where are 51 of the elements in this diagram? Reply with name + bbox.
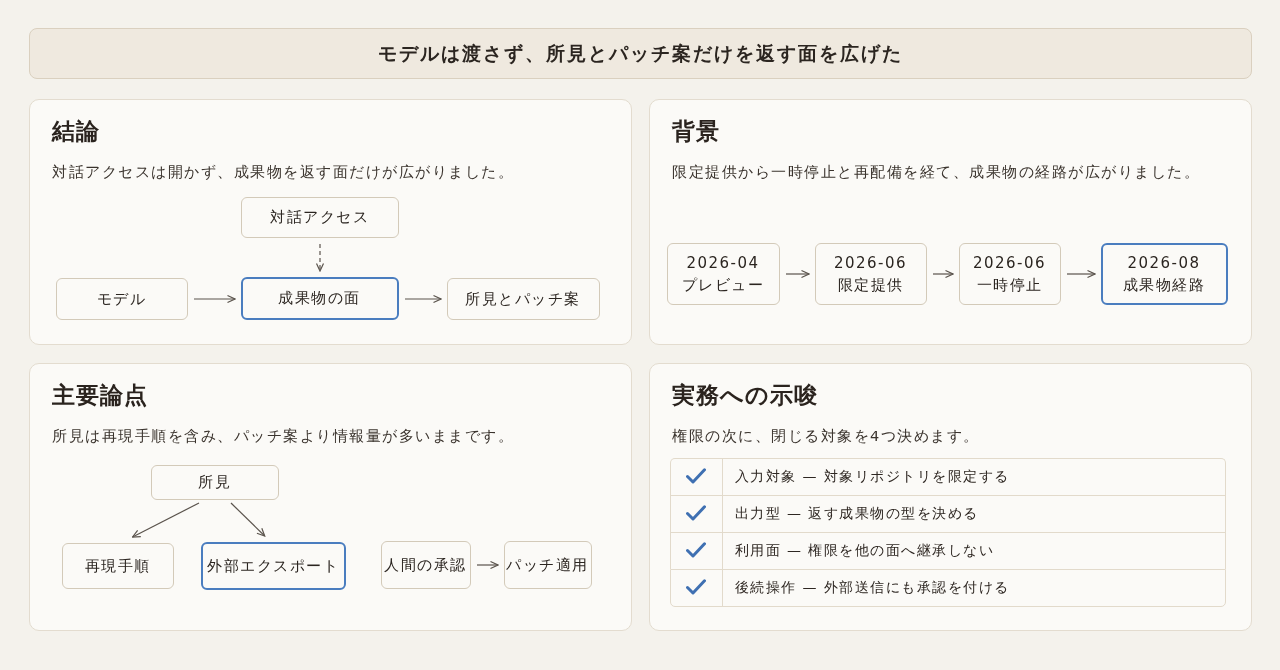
panel-text: 限定提供から一時停止と再配備を経て、成果物の経路が広がりました。 xyxy=(672,163,1200,182)
date-label: 2026-06 xyxy=(972,252,1047,274)
panel-heading: 実務への示唆 xyxy=(672,381,818,410)
process-box: 成果物の面 xyxy=(240,276,399,320)
arrow xyxy=(131,501,200,538)
process-box: 所見とパッチ案 xyxy=(446,277,600,320)
dashed-arrow xyxy=(315,242,324,272)
panel-text: 所見は再現手順を含み、パッチ案より情報量が多いままです。 xyxy=(52,427,514,446)
process-box: 人間の承認 xyxy=(380,540,471,589)
date-label: 2026-06 xyxy=(833,252,908,274)
arrow xyxy=(192,294,236,303)
panel-card xyxy=(649,99,1252,345)
process-box: モデル xyxy=(55,277,188,320)
row-text: 出力型 — 返す成果物の型を決める xyxy=(734,504,979,524)
process-box xyxy=(814,242,927,305)
row-text: 後続操作 — 外部送信にも承認を付ける xyxy=(734,578,1010,597)
process-box: 外部エクスポート xyxy=(200,541,346,590)
table-row xyxy=(669,494,1226,532)
arrow xyxy=(229,501,265,537)
stage-label: 成果物経路 xyxy=(1122,274,1206,296)
row-text: 入力対象 — 対象リポジトリを限定する xyxy=(734,467,1010,487)
table-row xyxy=(669,457,1226,495)
panel-card xyxy=(29,363,632,631)
row-text: 利用面 — 権限を他の面へ継承しない xyxy=(734,541,995,561)
stage-label: プレビュー xyxy=(681,274,765,296)
arrow xyxy=(1065,269,1096,278)
panel-heading: 背景 xyxy=(672,117,720,146)
panel-card xyxy=(29,99,632,345)
process-box xyxy=(958,242,1061,305)
panel-heading: 結論 xyxy=(52,117,100,146)
table-row xyxy=(669,531,1226,569)
table-row xyxy=(669,568,1226,607)
arrow xyxy=(403,294,442,303)
process-box xyxy=(666,242,780,305)
title-banner: モデルは渡さず、所見とパッチ案だけを返す面を広げた xyxy=(29,28,1252,79)
panel-heading: 主要論点 xyxy=(52,381,148,410)
panel-text: 権限の次に、閉じる対象を4つ決めます。 xyxy=(672,427,980,446)
process-box: 対話アクセス xyxy=(240,196,399,238)
date-label: 2026-08 xyxy=(1127,252,1201,274)
arrow xyxy=(475,560,499,569)
panel-card xyxy=(649,363,1252,631)
date-label: 2026-04 xyxy=(686,252,760,274)
process-box: パッチ適用 xyxy=(503,540,592,589)
panel-text: 対話アクセスは開かず、成果物を返す面だけが広がりました。 xyxy=(52,163,514,182)
process-box: 所見 xyxy=(150,464,279,500)
stage-label: 一時停止 xyxy=(976,274,1043,296)
stage-label: 限定提供 xyxy=(837,274,904,296)
process-box xyxy=(1100,242,1228,305)
arrow xyxy=(784,269,810,278)
process-box: 再現手順 xyxy=(61,542,174,589)
arrow xyxy=(931,269,954,278)
